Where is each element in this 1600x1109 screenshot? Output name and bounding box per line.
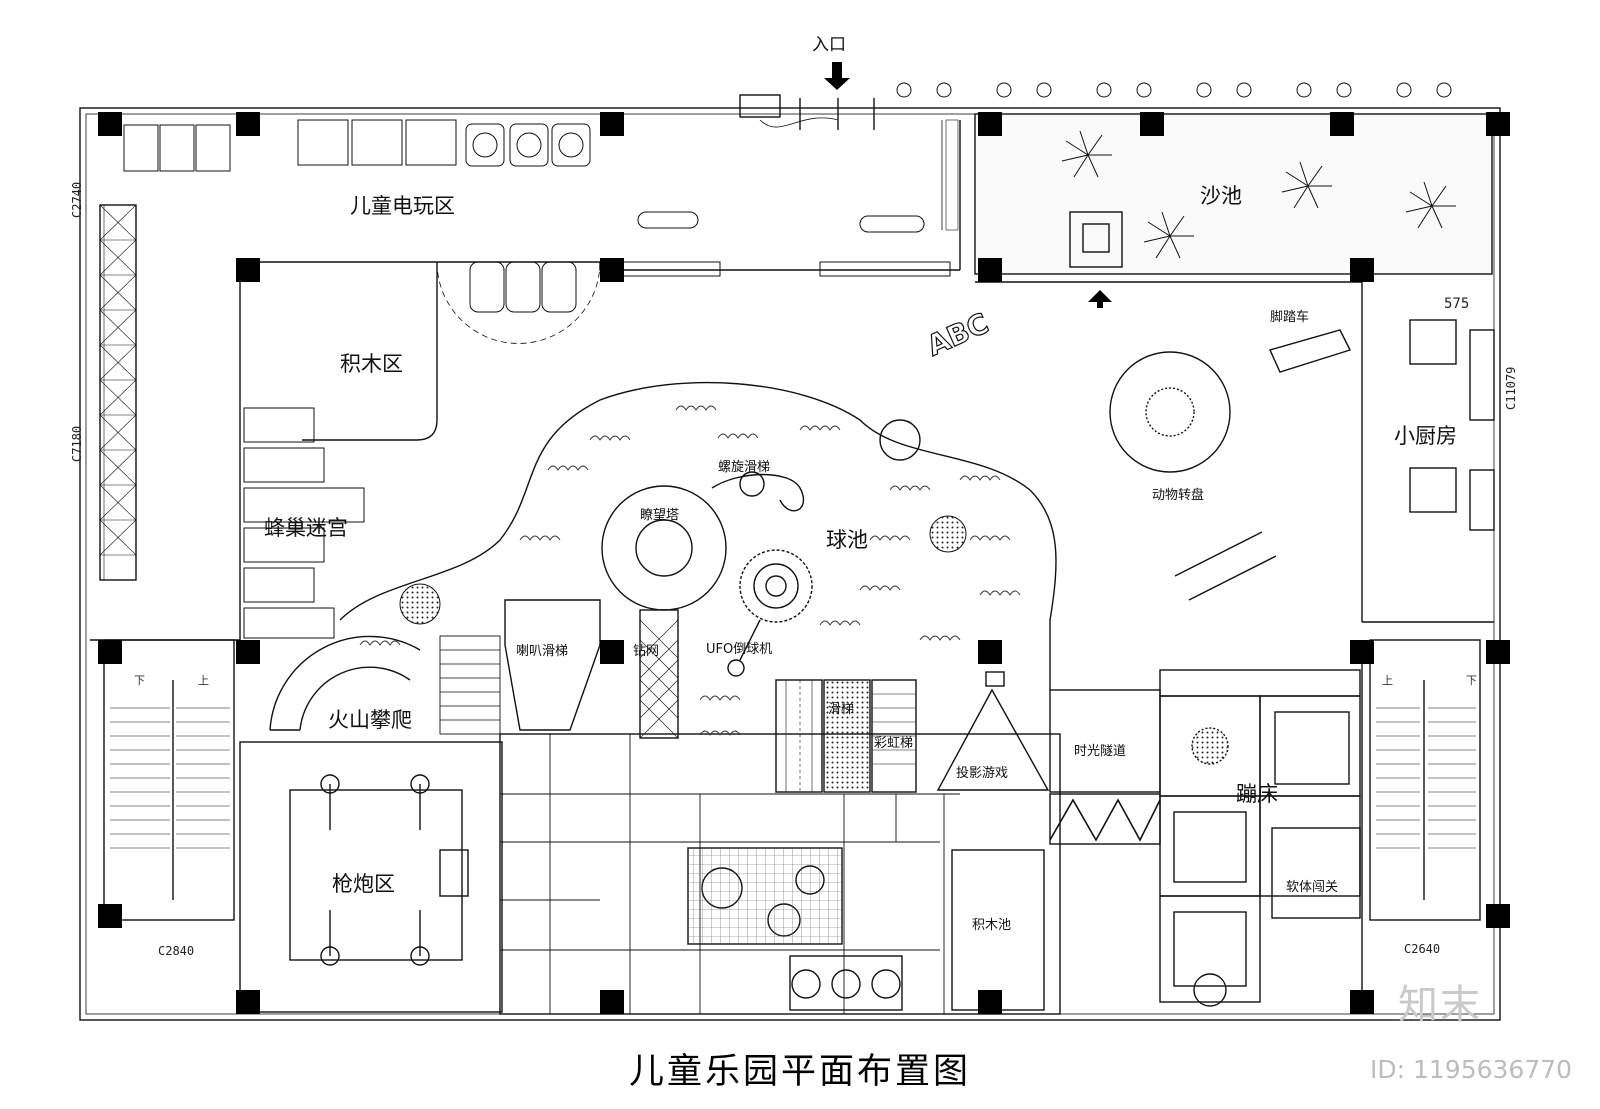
arcade-zone-label: 儿童电玩区	[350, 194, 455, 218]
dimension-c11079: C11079	[1504, 366, 1518, 410]
projection-triangle	[936, 688, 1050, 791]
dimension-c2840: C2840	[158, 944, 195, 958]
dimension-c2740: C2740	[70, 181, 84, 218]
animal-carousel-label: 动物转盘	[1152, 488, 1205, 503]
drill-net-shape	[639, 609, 679, 739]
blocks-zone-label: 积木区	[340, 352, 403, 376]
dimension-575: 575	[1444, 296, 1470, 312]
watch-tower-label: 瞭望塔	[640, 508, 680, 523]
entrance-label: 入口	[812, 35, 846, 55]
ufo-label: UFO倒球机	[706, 642, 773, 657]
ball-pool-label: 球池	[826, 528, 868, 552]
carousel-shape	[1109, 351, 1231, 473]
slide-label: 滑梯	[828, 702, 855, 717]
watermark-logo: 知末	[1398, 982, 1482, 1028]
kitchen-label: 小厨房	[1394, 424, 1457, 448]
pedal-car-label: 脚踏车	[1270, 310, 1310, 325]
trampoline-label: 蹦床	[1236, 782, 1278, 806]
rainbow-ladder-label: 彩虹梯	[874, 736, 914, 751]
gun-zone-outline	[239, 741, 503, 1013]
ball-pool-outline	[339, 381, 1057, 690]
stair-left-down: 下	[134, 674, 145, 687]
watermark-id: ID: 1195636770	[1370, 1055, 1573, 1084]
drill-net-label: 钻网	[633, 644, 660, 659]
block-pool-label: 积木池	[972, 918, 1012, 933]
hive-maze-label: 蜂巢迷宫	[264, 516, 348, 540]
volcano-climb-label: 火山攀爬	[328, 708, 412, 732]
time-tunnel-label: 时光隧道	[1074, 744, 1127, 759]
sand-pool-label: 沙池	[1200, 184, 1242, 208]
stair-right-down: 下	[1466, 674, 1477, 687]
outer-wall	[79, 107, 1501, 1021]
dimension-c2640: C2640	[1404, 942, 1441, 956]
dimension-c7180: C7180	[70, 425, 84, 462]
drawing-title: 儿童乐园平面布置图	[628, 1052, 971, 1092]
sand-pool-area	[974, 113, 1493, 275]
stair-right-up: 上	[1382, 674, 1393, 687]
projection-game-label: 投影游戏	[956, 766, 1009, 781]
horn-slide-label: 喇叭滑梯	[516, 644, 569, 659]
gun-zone-label: 枪炮区	[332, 872, 395, 896]
stair-left-up: 上	[198, 674, 209, 687]
spiral-slide-label: 螺旋滑梯	[718, 460, 771, 475]
soft-obstacle-label: 软体闯关	[1286, 880, 1339, 895]
